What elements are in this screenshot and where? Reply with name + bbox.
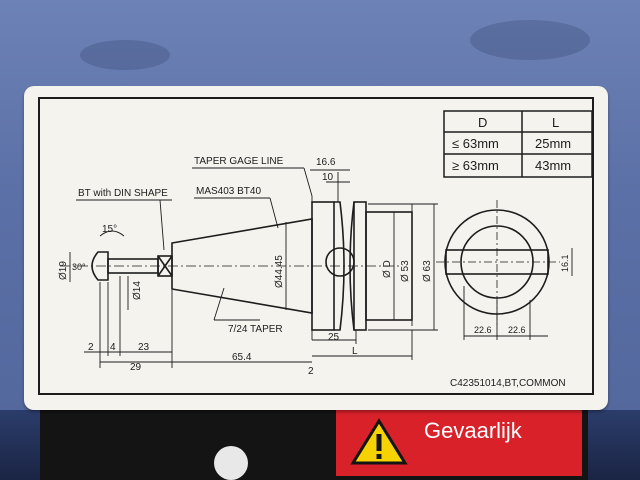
table-row1-d: ≤ 63mm [452,136,499,151]
warning-text: Gevaarlijk [424,418,522,443]
dim-44-45: Ø44.45 [274,255,285,288]
table-row1-l: 25mm [535,136,571,151]
dimension-table [443,110,593,178]
label-bt-din: BT with DIN SHAPE [78,188,168,199]
table-row2-d: ≥ 63mm [452,158,499,173]
warning-triangle-icon [350,418,408,465]
dim-10: 10 [322,172,334,183]
dim-2-a: 2 [88,342,94,353]
dim-4: 4 [110,342,116,353]
dim-d: Ø D [382,260,393,278]
dim-2-b: 2 [308,366,314,377]
drawing-border [38,97,594,395]
pull-stud [91,251,173,281]
dim-65-4: 65.4 [232,352,252,363]
label-part-code: C42351014,BT,COMMON [450,378,566,389]
dim-l: L [352,346,358,357]
dim-22-6-b: 22.6 [508,325,526,335]
dim-25: 25 [328,332,340,343]
end-view [436,200,560,325]
flange [311,201,413,331]
table-row2-l: 43mm [535,158,571,173]
dim-15deg: 15° [102,224,117,235]
label-taper-gage-line: TAPER GAGE LINE [194,156,284,167]
dim-22-6-a: 22.6 [474,325,492,335]
dim-16-1: 16.1 [560,254,570,272]
label-taper: 7/24 TAPER [228,324,283,335]
wall-stain [80,40,170,70]
wall-stain [470,20,590,60]
table-header-l: L [552,115,559,130]
dim-14: Ø14 [132,281,143,300]
dim-63: Ø 63 [422,260,433,282]
dim-30deg: 30° [72,262,86,272]
label-mas403: MAS403 BT40 [196,186,261,197]
dim-53: Ø 53 [400,260,411,282]
dimension-lines [69,167,573,368]
warning-mount-hole [214,446,248,480]
dim-19: Ø19 [58,261,69,280]
table-header-d: D [478,115,487,130]
dim-23: 23 [138,342,150,353]
dim-29: 29 [130,362,142,373]
dim-16-6: 16.6 [316,157,336,168]
